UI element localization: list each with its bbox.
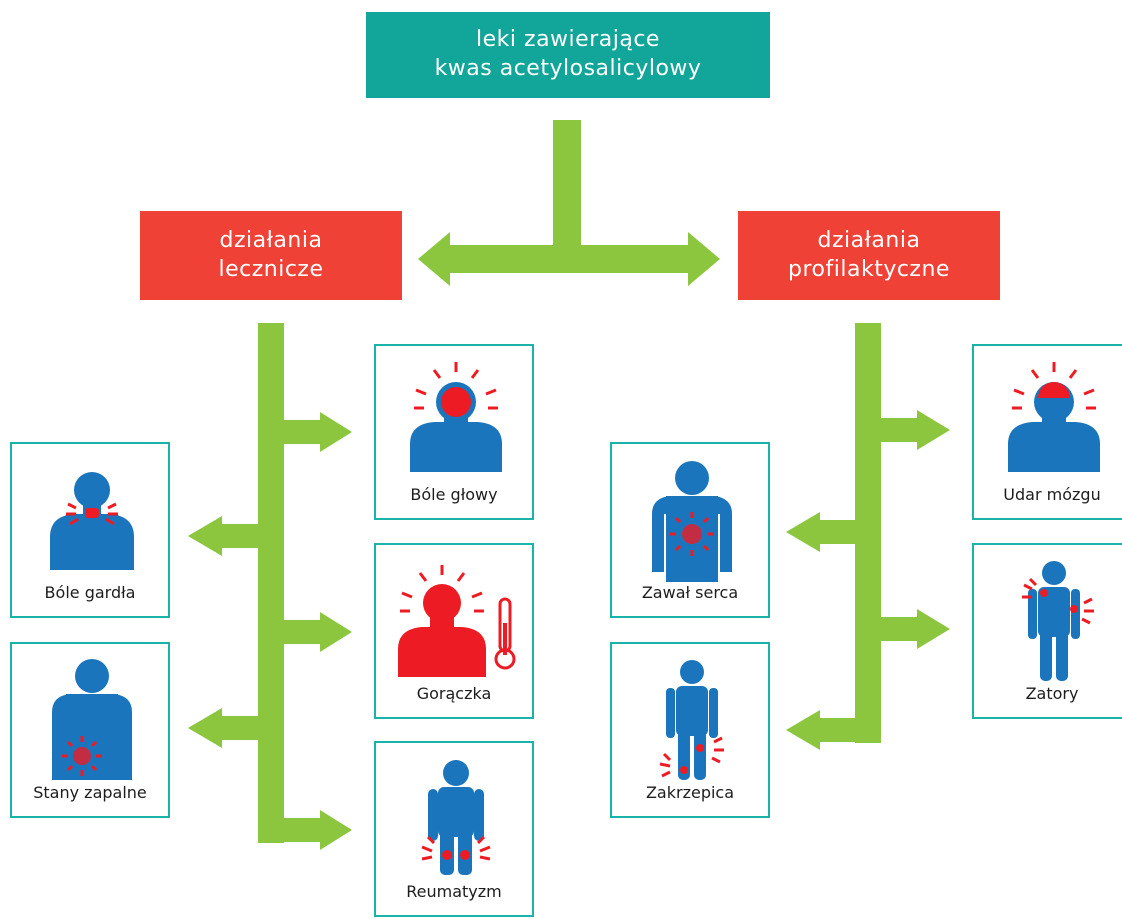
left-branch-line-2: lecznicze [218,256,324,282]
card-inflammation: Stany zapalne [10,642,170,818]
card-label: Gorączka [416,684,492,703]
card-label: Zawał serca [641,583,739,602]
card-thrombosis: Zakrzepica [610,642,770,818]
left-arrowhead [418,232,450,286]
card-label: Udar mózgu [1003,485,1101,504]
card-label: Bóle głowy [410,485,498,504]
card-rheumatism: Reumatyzm [374,741,534,917]
chest-inflammation-icon [52,659,132,780]
embolism-icon [1022,561,1094,681]
right-arrowhead [688,232,720,286]
heart-attack-icon [652,461,732,582]
root-stem [553,120,581,252]
right-branch-line-2: profilaktyczne [788,256,950,282]
root-node: leki zawierające kwas acetylosalicylowy [366,12,770,98]
preventive-effects-node: działania profilaktyczne [738,211,1000,300]
card-embolism: Zatory [972,543,1122,719]
card-heart-attack: Zawał serca [610,442,770,618]
thrombosis-icon [659,660,724,780]
fever-thermometer-icon [398,565,516,677]
card-label: Stany zapalne [33,783,147,802]
card-label: Zatory [1025,684,1079,703]
card-label: Zakrzepica [645,783,735,802]
root-line-2: kwas acetylosalicylowy [434,56,702,81]
card-headache: Bóle głowy [374,344,534,520]
headache-icon [410,362,502,472]
therapeutic-effects-node: działania lecznicze [140,211,402,300]
root-line-1: leki zawierające [476,27,660,53]
throat-pain-icon [50,472,134,570]
card-sore-throat: Bóle gardła [10,442,170,618]
stroke-icon [1008,362,1100,472]
card-fever: Gorączka [374,543,534,719]
branch-bar [450,245,688,273]
rheumatism-icon [421,760,491,875]
right-trunk [855,323,881,743]
card-label: Bóle gardła [44,583,136,602]
card-stroke: Udar mózgu [972,344,1122,520]
card-label: Reumatyzm [406,882,502,901]
left-trunk [258,323,284,843]
left-branch-line-1: działania [219,227,323,253]
right-branch-line-1: działania [817,227,921,253]
